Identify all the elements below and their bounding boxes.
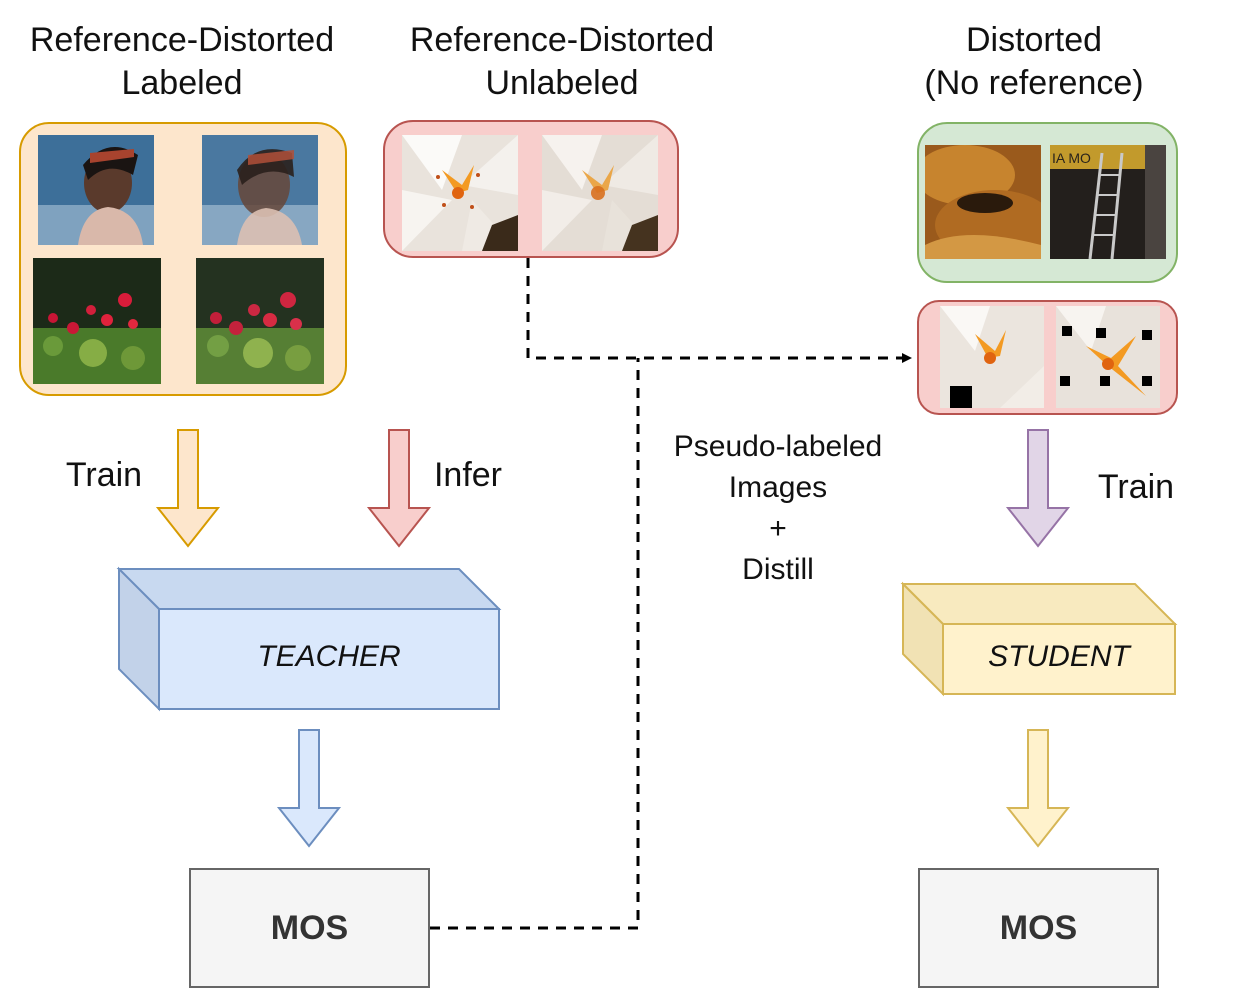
mos-to-augmented-dashed-line <box>430 358 640 930</box>
student-output-arrow <box>1005 729 1071 848</box>
no-reference-ladder-image: IA MO <box>1050 145 1166 259</box>
header-no-reference: Distorted (No reference) <box>897 19 1171 105</box>
unlabeled-to-augmented-dashed-line <box>526 258 912 363</box>
header-no-reference-line1: Distorted <box>965 21 1103 59</box>
header-unlabeled-line1: Reference-Distorted <box>409 21 715 59</box>
augmented-flower-blocks-image <box>1056 306 1160 408</box>
svg-text:IA MO: IA MO <box>1052 150 1091 166</box>
header-labeled-line2: Labeled <box>121 64 243 102</box>
student-mos-box: MOS <box>918 868 1159 988</box>
unlabeled-flower-distorted-image <box>542 135 658 251</box>
header-unlabeled: Reference-Distorted Unlabeled <box>380 19 744 105</box>
teacher-box <box>116 566 502 712</box>
pseudo-label-line1: Pseudo-labeled <box>673 430 883 463</box>
infer-arrow <box>366 429 432 548</box>
no-reference-fur-image <box>925 145 1041 259</box>
labeled-flowers-reference-image <box>33 258 161 384</box>
pseudo-label-line2: Images <box>728 471 828 504</box>
header-no-reference-line2: (No reference) <box>924 64 1144 102</box>
train-arrow-right <box>1005 429 1071 548</box>
student-label: STUDENT <box>988 640 1130 673</box>
teacher-label: TEACHER <box>257 640 401 673</box>
labeled-woman-distorted-image <box>202 135 318 245</box>
pseudo-label-annotation: Pseudo-labeled Images + Distill <box>646 426 910 590</box>
student-box <box>900 581 1178 697</box>
augmented-flower-cutout-image <box>940 306 1044 408</box>
train-label-left: Train <box>65 456 143 494</box>
infer-label: Infer <box>433 456 503 494</box>
train-label-right: Train <box>1097 468 1175 506</box>
teacher-output-arrow <box>276 729 342 848</box>
labeled-flowers-distorted-image <box>196 258 324 384</box>
header-labeled: Reference-Distorted Labeled <box>0 19 364 105</box>
train-arrow-left <box>155 429 221 548</box>
pseudo-label-line3: + <box>769 512 787 545</box>
header-unlabeled-line2: Unlabeled <box>485 64 639 102</box>
header-labeled-line1: Reference-Distorted <box>29 21 335 59</box>
labeled-woman-reference-image <box>38 135 154 245</box>
teacher-mos-box: MOS <box>189 868 430 988</box>
unlabeled-flower-reference-image <box>402 135 518 251</box>
pseudo-label-line4: Distill <box>742 553 814 586</box>
